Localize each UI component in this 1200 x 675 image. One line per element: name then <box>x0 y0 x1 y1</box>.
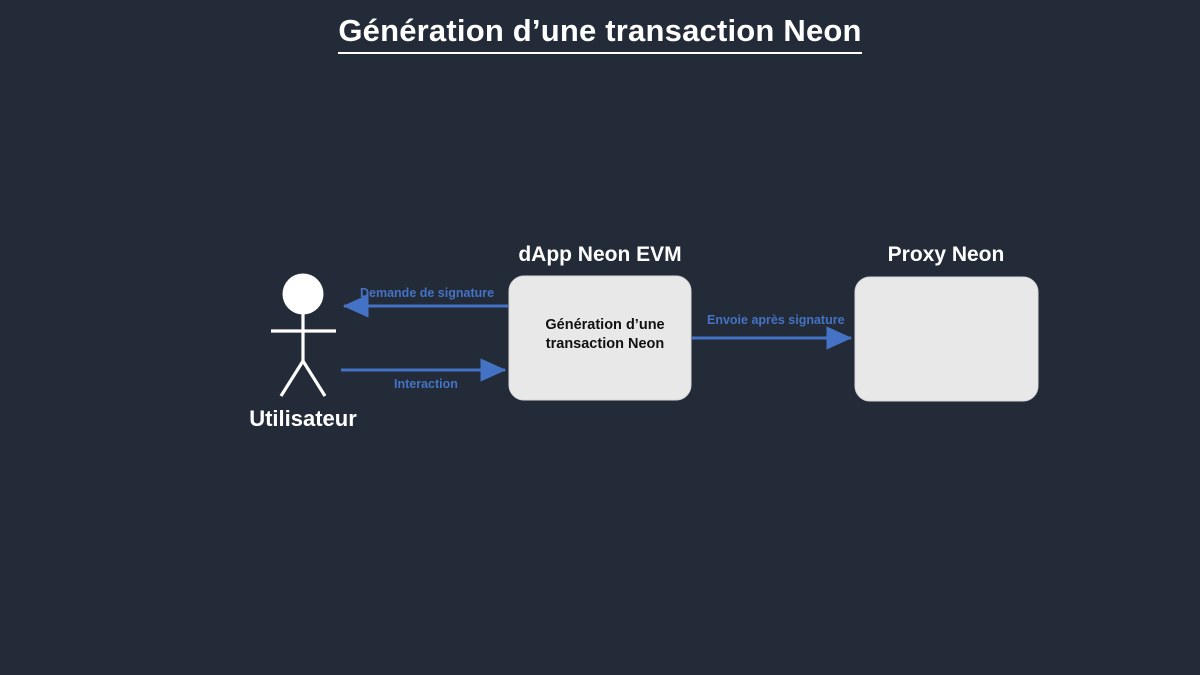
page-title: Génération d’une transaction Neon <box>338 12 862 54</box>
dapp-body-line-2: transaction Neon <box>545 336 665 352</box>
slide-title-block: Génération d’une transaction Neon <box>0 12 1200 54</box>
node-caption-dapp: dApp Neon EVM <box>518 243 682 266</box>
arrow-label-interaction: Interaction <box>394 377 458 391</box>
stick-figure-leg-right <box>301 360 327 397</box>
stick-figure-leg-left <box>279 360 305 397</box>
node-box-dapp[interactable] <box>508 275 692 401</box>
dapp-body-line-1: Génération d’une <box>545 317 665 333</box>
node-caption-user: Utilisateur <box>249 406 357 431</box>
arrow-label-demande-de-signature: Demande de signature <box>360 286 495 300</box>
stick-figure-head-icon <box>282 273 324 315</box>
actor-stick-figure-user[interactable] <box>271 273 336 397</box>
node-caption-proxy: Proxy Neon <box>887 243 1005 266</box>
arrow-label-envoie-apres-signature: Envoie après signature <box>707 313 845 327</box>
node-box-proxy[interactable] <box>854 276 1039 402</box>
node-body-text-dapp: Génération d’une transaction Neon <box>520 316 690 354</box>
